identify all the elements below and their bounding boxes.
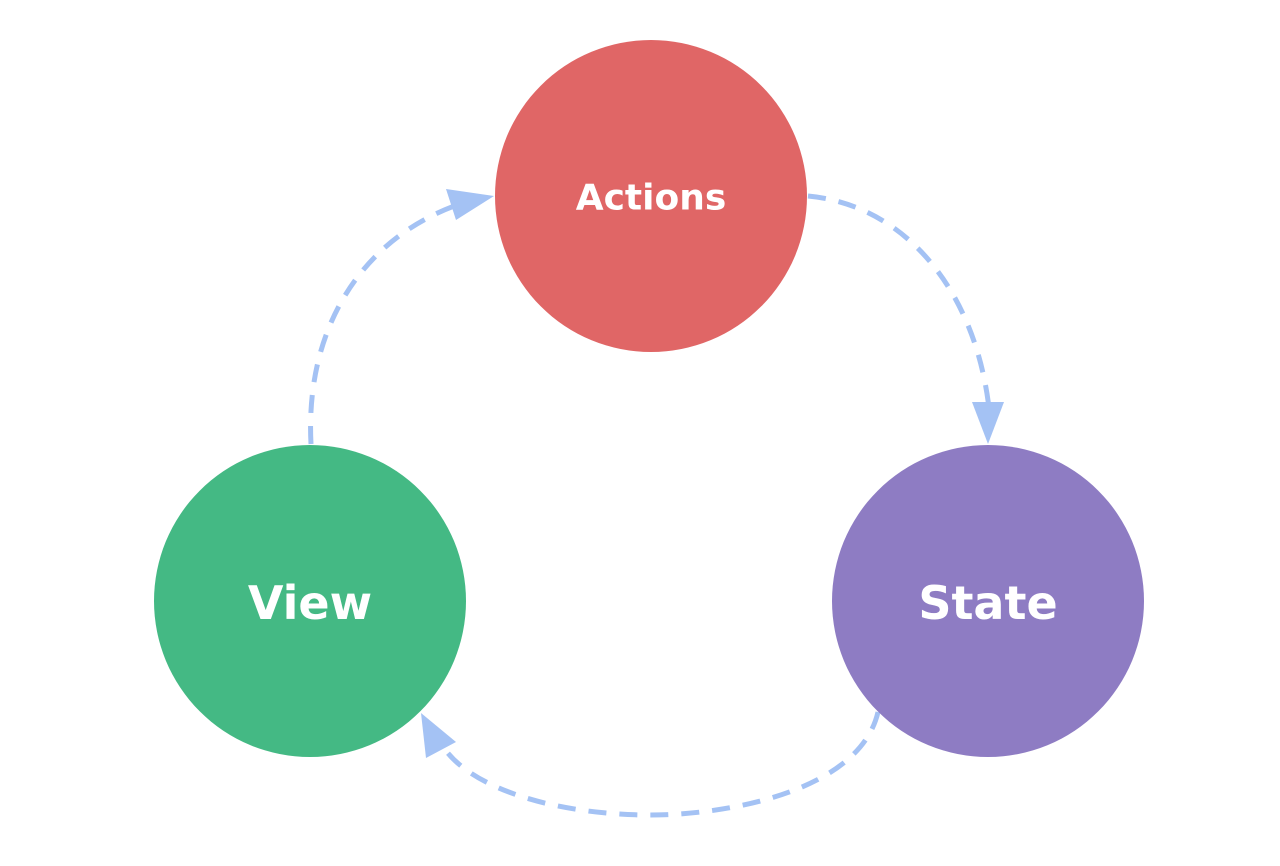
arrow-state-to-view-head (421, 713, 456, 758)
node-state: State (832, 445, 1144, 757)
node-view: View (154, 445, 466, 757)
arrow-actions-to-state (807, 193, 992, 409)
arrow-view-to-actions (308, 202, 458, 445)
node-view-circle (154, 445, 466, 757)
node-actions-circle (495, 40, 807, 352)
arrow-actions-to-state-head (972, 402, 1004, 444)
arrow-state-to-view (439, 711, 881, 818)
node-state-label: State (918, 576, 1057, 630)
node-view-label: View (248, 576, 372, 630)
node-actions: Actions (495, 40, 807, 352)
node-actions-label: Actions (576, 178, 727, 219)
arrow-view-to-actions-head (446, 189, 494, 220)
node-state-circle (832, 445, 1144, 757)
